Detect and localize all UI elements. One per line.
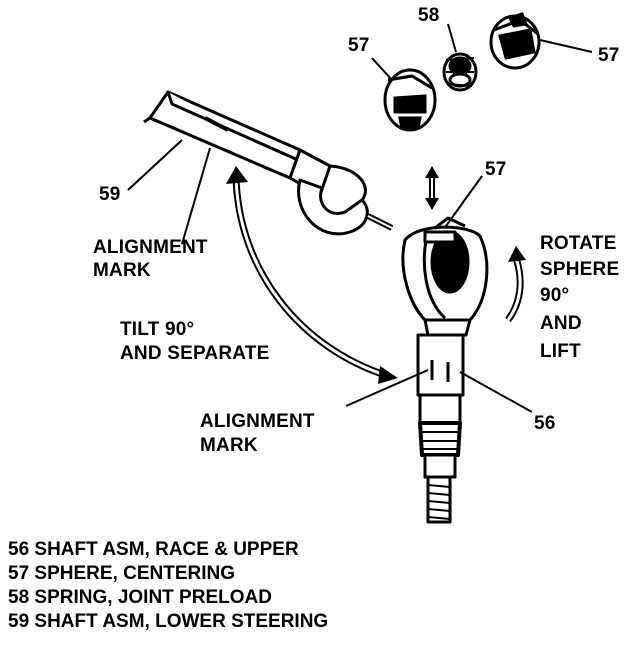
legend-item-58: 58 SPRING, JOINT PRELOAD <box>8 587 272 608</box>
rotate-label-line2: SPHERE <box>540 259 620 280</box>
parts-legend: 56 SHAFT ASM, RACE & UPPER 57 SPHERE, CE… <box>8 538 328 634</box>
legend-item-57: 57 SPHERE, CENTERING <box>8 563 235 584</box>
rotate-label-line4: AND <box>540 313 582 334</box>
lower-steering-shaft-part <box>143 90 369 236</box>
callout-57-right: 57 <box>598 45 620 66</box>
alignment-mark-lower-label-line2: MARK <box>200 435 258 456</box>
rotate-label-line3: 90° <box>540 285 570 306</box>
joint-preload-spring-part <box>442 52 478 92</box>
tilt-label-line2: AND SEPARATE <box>120 343 270 364</box>
alignment-mark-upper-label-line1: ALIGNMENT <box>93 237 208 258</box>
legend-item-56: 56 SHAFT ASM, RACE & UPPER <box>8 539 299 560</box>
callout-57-left: 57 <box>348 35 370 56</box>
callout-56: 56 <box>534 413 556 434</box>
callout-59: 59 <box>99 184 121 205</box>
alignment-mark-lower-label-line1: ALIGNMENT <box>200 411 315 432</box>
alignment-mark-upper-label-line2: MARK <box>93 260 151 281</box>
legend-item-59: 59 SHAFT ASM, LOWER STEERING <box>8 611 329 632</box>
tilt-label-line1: TILT 90° <box>120 319 195 340</box>
rotate-label-line5: LIFT <box>540 341 581 362</box>
centering-sphere-left-part <box>383 68 437 132</box>
rotate-label-line1: ROTATE <box>540 233 617 254</box>
callout-58: 58 <box>418 5 440 26</box>
callout-57-center: 57 <box>485 159 507 180</box>
movement-arrows <box>226 166 526 384</box>
centering-sphere-right-part <box>489 12 541 70</box>
leader-lines <box>127 23 593 413</box>
upper-shaft-race-part <box>401 216 489 524</box>
